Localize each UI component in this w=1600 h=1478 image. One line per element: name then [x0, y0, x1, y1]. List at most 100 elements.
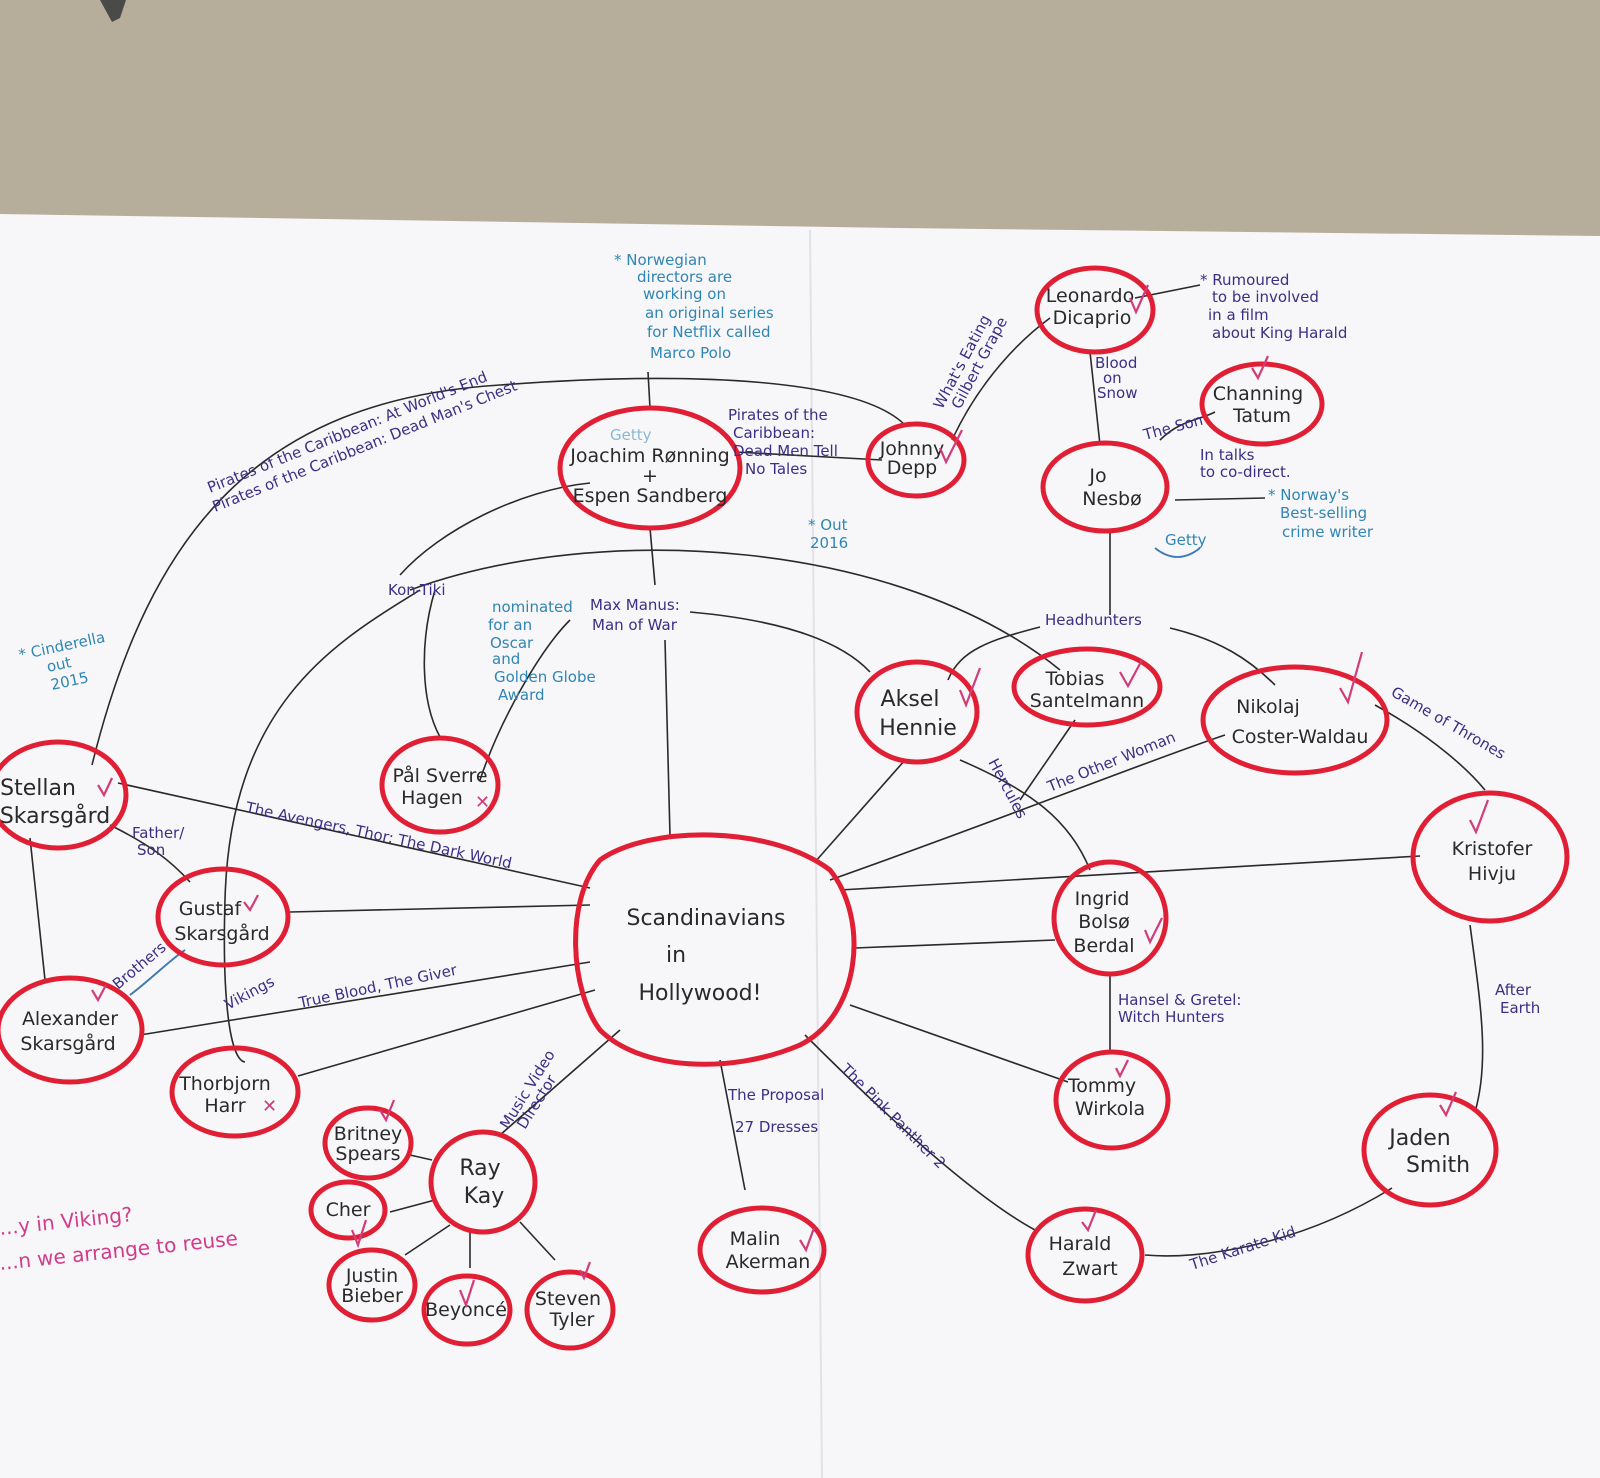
edge-leonardo-nesbo: [1089, 351, 1101, 446]
note-getty-2: Getty: [1165, 531, 1207, 549]
malin-label-2: Akerman: [726, 1251, 811, 1273]
note-nominated-3: Oscar: [490, 634, 534, 652]
label-after-earth-2: Earth: [1500, 999, 1540, 1017]
node-ring-leonardo: [1034, 265, 1156, 355]
justin-label-2: Bieber: [341, 1285, 403, 1307]
edge-maxmanus-aksel: [689, 611, 871, 673]
note-out-2016-1: * Out: [808, 516, 848, 534]
note-nominated-1: nominated: [492, 598, 573, 616]
center-label-line1: Scandinavians: [626, 906, 785, 931]
ingrid-label-1: Ingrid: [1075, 888, 1130, 910]
britney-label-2: Spears: [335, 1143, 400, 1165]
label-kon-tiki: Kon-Tiki: [388, 581, 446, 599]
edge-stellan-depp: [91, 377, 906, 766]
edge-gustaf-center: [289, 904, 591, 913]
node-ring-justin: [326, 1247, 418, 1323]
note-nominated-5: Golden Globe: [494, 668, 596, 686]
steven-label-2: Tyler: [549, 1309, 595, 1331]
check-tobias-icon: [1119, 659, 1143, 689]
check-gustaf-icon: [243, 894, 259, 913]
note-netflix-1: * Norwegian: [614, 251, 707, 269]
britney-label-1: Britney: [334, 1123, 403, 1145]
node-ring-tommy: [1053, 1049, 1171, 1151]
espen-label: Espen Sandberg: [573, 485, 728, 507]
label-after-earth-1: After: [1495, 981, 1532, 999]
node-ring-gustaf: [155, 866, 291, 968]
check-jaden-icon: [1439, 1091, 1458, 1118]
note-netflix-5: for Netflix called: [647, 323, 771, 341]
edge-stellan-alexander: [29, 837, 46, 981]
check-cher-icon: [350, 1219, 368, 1249]
beyonce-label: Beyoncé: [425, 1299, 507, 1321]
check-harald-icon: [1081, 1209, 1098, 1233]
nodes: [0, 265, 1570, 1351]
gustaf-label-2: Skarsgård: [174, 922, 269, 945]
nikolaj-label-1: Nikolaj: [1236, 696, 1300, 718]
node-ring-johnny-depp: [865, 421, 967, 499]
node-ring-steven: [524, 1269, 616, 1351]
edge-alexander-center: [139, 961, 591, 1036]
stellan-label-1: Stellan: [0, 776, 76, 801]
paper-fold: [809, 229, 823, 1478]
thorbjorn-label-1: Thorbjorn: [178, 1073, 271, 1095]
edge-kontiki-pal: [423, 589, 441, 738]
edge-raykay-center: [499, 1029, 621, 1136]
note-out-2016-2: 2016: [810, 534, 848, 552]
label-pirates5-2: Caribbean:: [733, 424, 815, 442]
edge-jaden-harald: [1144, 1187, 1393, 1257]
edge-raykay-steven: [519, 1221, 556, 1261]
check-leonardo-icon: [1128, 284, 1150, 315]
stellan-label-2: Skarsgård: [0, 803, 110, 829]
aksel-label-1: Aksel: [881, 687, 940, 712]
edge-kristofer-jaden: [1469, 924, 1484, 1113]
edge-aksel-center: [814, 759, 906, 863]
johnny-depp-label-1: Johnny: [879, 438, 945, 460]
channing-label-1: Channing: [1213, 383, 1303, 405]
node-ring-center: [573, 832, 857, 1067]
johnny-depp-label-2: Depp: [887, 457, 937, 479]
node-ring-tobias: [1011, 646, 1163, 728]
tobias-label-1: Tobias: [1045, 668, 1105, 690]
check-nikolaj-icon: [1339, 651, 1364, 705]
label-headhunters: Headhunters: [1045, 611, 1142, 629]
note-rumoured-4: about King Harald: [1212, 324, 1347, 342]
check-steven-icon: [579, 1261, 592, 1281]
justin-label-1: Justin: [345, 1265, 398, 1287]
label-hansel-2: Witch Hunters: [1118, 1008, 1225, 1026]
label-pirates5-1: Pirates of the: [728, 406, 828, 424]
edge-harald-center: [804, 1034, 1036, 1231]
node-ring-ray-kay: [428, 1129, 538, 1235]
jaden-label-2: Smith: [1406, 1153, 1470, 1178]
check-tommy-icon: [1115, 1059, 1129, 1079]
label-blood-on-snow-2: on: [1103, 369, 1122, 387]
check-aksel-icon: [958, 667, 982, 709]
label-father-son-1: Father/: [132, 824, 185, 842]
node-ring-britney: [322, 1105, 414, 1181]
ingrid-label-2: Bolsø: [1078, 911, 1129, 933]
leonardo-label-2: Dicaprio: [1053, 307, 1132, 329]
edge-tommy-center: [849, 1004, 1069, 1083]
check-stellan-icon: [97, 777, 113, 798]
ray-kay-label-1: Ray: [459, 1156, 500, 1181]
node-ring-jo-nesbo: [1040, 440, 1170, 534]
note-netflix-6: Marco Polo: [650, 344, 731, 362]
edge-ingrid-center: [854, 939, 1056, 949]
edge-thorbjorn-center: [297, 989, 596, 1077]
jo-nesbo-label-2: Nesbø: [1082, 488, 1142, 510]
check-beyonce-icon: [458, 1279, 476, 1309]
label-max-manus-2: Man of War: [592, 616, 678, 634]
edge-malin-center: [719, 1059, 746, 1191]
edge-joachim-depp: [735, 451, 883, 461]
node-ring-aksel: [854, 659, 980, 765]
edge-tobias-otherwoman: [1019, 719, 1076, 801]
paper-sheet: [0, 214, 1600, 1478]
gustaf-label-1: Gustaf: [179, 898, 243, 920]
node-ring-nikolaj: [1200, 664, 1390, 776]
label-proposal-1: The Proposal: [727, 1086, 824, 1104]
tobias-label-2: Santelmann: [1030, 690, 1144, 712]
check-britney-icon: [379, 1099, 396, 1123]
malin-label-1: Malin: [730, 1228, 781, 1250]
check-channing-icon: [1251, 355, 1270, 381]
note-getty-1: Getty: [610, 426, 652, 444]
